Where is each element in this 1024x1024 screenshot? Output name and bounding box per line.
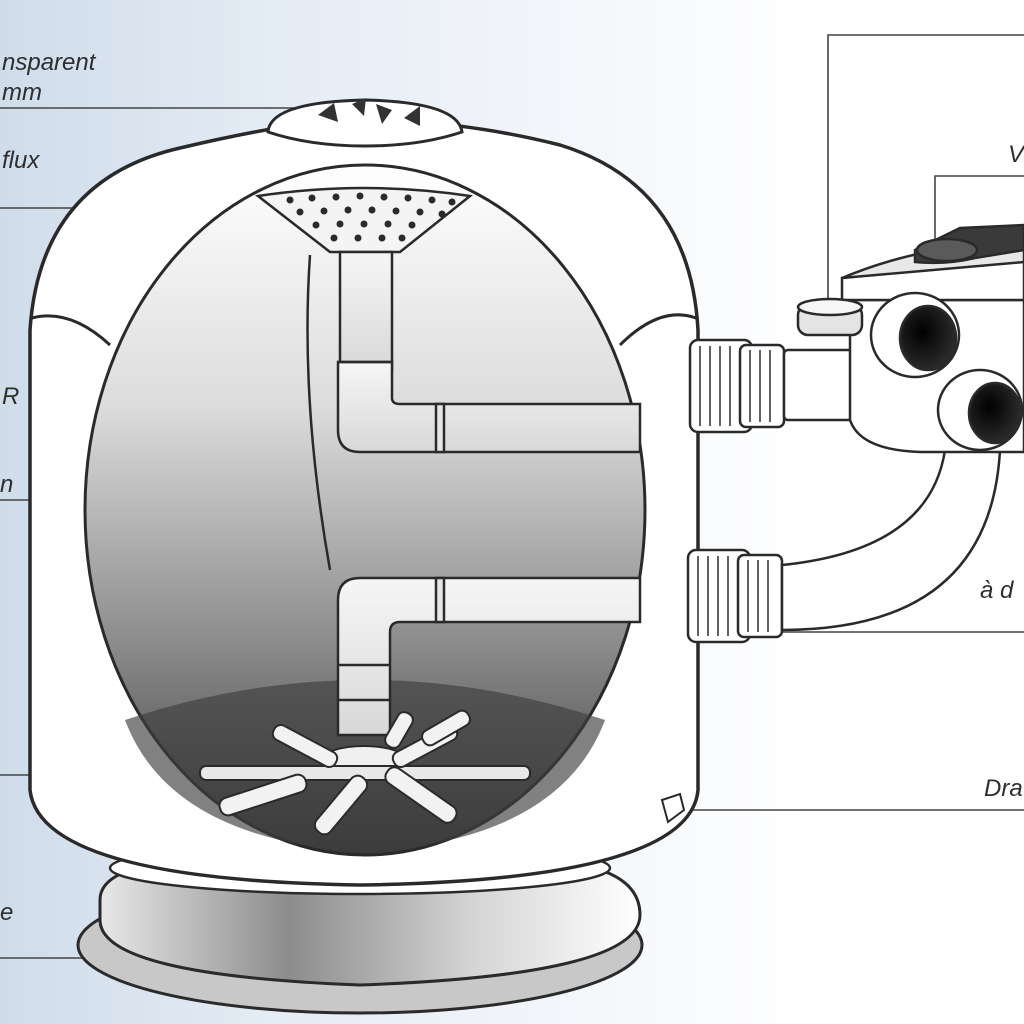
label-diffuser: flux <box>2 147 40 174</box>
label-drain-outlet: à d <box>980 577 1014 604</box>
valve-port-top <box>869 291 961 379</box>
leader-pressure-gauge <box>827 34 1024 300</box>
valve-port-side <box>936 368 1024 452</box>
label-drain: Dra <box>984 775 1023 802</box>
lower-union <box>686 548 784 644</box>
label-base: e <box>0 899 14 926</box>
upper-union <box>688 338 856 434</box>
label-valve: V <box>1008 141 1024 168</box>
label-transparent-line1: nsparent <box>2 49 96 76</box>
upper-pipe <box>336 250 642 454</box>
leader-valve <box>934 175 1024 245</box>
label-r: R <box>2 383 20 410</box>
label-body: n <box>0 471 14 498</box>
diffuser <box>254 186 474 254</box>
label-transparent-line2: mm <box>2 79 42 106</box>
bent-pipe <box>780 448 1002 632</box>
drain-plug <box>660 792 686 824</box>
collector-laterals <box>199 709 531 836</box>
lower-pipe <box>336 576 642 737</box>
pressure-gauge <box>796 297 864 337</box>
central-pipe <box>306 254 332 571</box>
transparent-lid <box>266 98 464 148</box>
